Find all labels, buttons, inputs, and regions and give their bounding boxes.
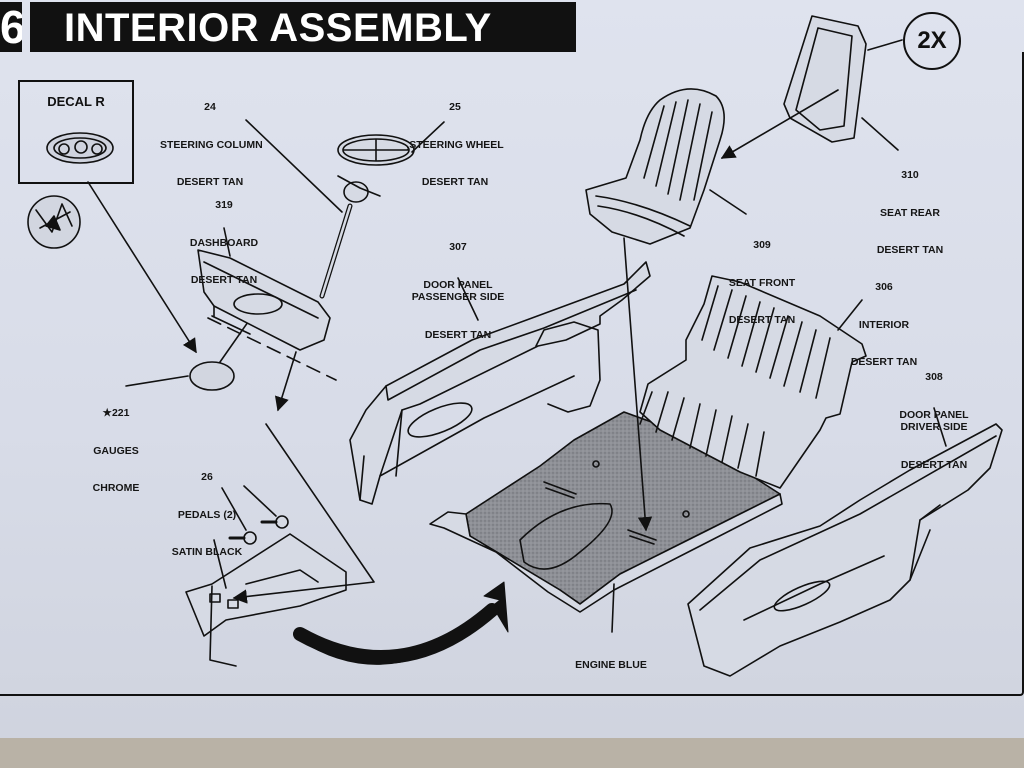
door-panel-passenger-part <box>350 262 650 504</box>
pedal-guide-line <box>232 424 374 604</box>
part-number: 306 <box>875 281 893 293</box>
steering-column-part <box>246 120 380 296</box>
label-floor: ENGINE BLUE <box>566 634 656 684</box>
part-name: INTERIOR <box>858 318 910 331</box>
part-number: ★221 <box>102 407 130 419</box>
rear-seat-arrow <box>720 90 838 158</box>
label-part-221: ★221 GAUGES CHROME <box>84 382 148 507</box>
decal-arrow <box>88 182 196 354</box>
part-number: 308 <box>925 371 943 383</box>
part-color: DESERT TAN <box>421 176 489 188</box>
part-name: DASHBOARD <box>189 236 259 249</box>
page-title: INTERIOR ASSEMBLY <box>64 6 492 50</box>
step-number-badge: 6 <box>0 2 22 52</box>
part-name: DOOR PANEL PASSENGER SIDE <box>411 278 505 304</box>
label-part-25: 25 ,STEERING WHEEL DESERT TAN <box>400 76 510 201</box>
decal-callout: DECAL R <box>18 80 134 184</box>
part-name: GAUGES <box>93 444 139 457</box>
decal-gauge-icon <box>47 133 113 163</box>
part-color: DESERT TAN <box>190 274 258 286</box>
part-number: 309 <box>753 239 771 251</box>
part-name: DOOR PANEL DRIVER SIDE <box>899 408 969 434</box>
table-surface <box>0 738 1024 768</box>
part-name: SEAT REAR <box>880 206 940 219</box>
dashboard-arrow <box>274 352 296 412</box>
dashboard-guide <box>208 318 336 380</box>
floor-color: ENGINE BLUE <box>575 659 647 671</box>
gauges-part <box>190 362 234 390</box>
part-number: 319 <box>215 199 233 211</box>
label-part-310: 310 SEAT REAR DESERT TAN <box>868 144 952 269</box>
part-color: DESERT TAN <box>876 244 944 256</box>
part-number: 310 <box>901 169 919 181</box>
pedals-part <box>222 486 288 544</box>
part-color: DESERT TAN <box>424 328 492 341</box>
label-part-319: 319 DASHBOARD DESERT TAN <box>182 174 266 299</box>
label-part-306: 306 INTERIOR DESERT TAN <box>842 256 926 381</box>
part-number: 24 <box>204 101 216 113</box>
part-number: 307 <box>449 241 467 253</box>
door-panel-driver-part <box>688 408 1002 676</box>
multiplier-text: 2X <box>917 27 947 54</box>
emblem-icon <box>28 196 80 248</box>
title-banner: INTERIOR ASSEMBLY <box>30 2 576 52</box>
part-color: CHROME <box>92 482 140 494</box>
part-name: SEAT FRONT <box>728 276 796 289</box>
dashboard-part <box>198 228 330 350</box>
part-color: DESERT TAN <box>900 458 968 471</box>
step-number: 6 <box>0 2 22 52</box>
label-part-309: 309 SEAT FRONT DESERT TAN <box>720 214 804 339</box>
leader-221 <box>126 376 188 386</box>
steering-wheel-part <box>338 122 444 165</box>
firewall-part <box>186 534 346 666</box>
front-seat-arrow <box>624 238 653 532</box>
label-part-26: 26 PEDALS (2) SATIN BLACK <box>164 446 250 571</box>
label-part-307: 307 DOOR PANEL PASSENGER SIDE DESERT TAN <box>402 216 514 354</box>
part-number: 26 <box>201 471 213 483</box>
multiplier-badge: 2X <box>903 12 961 70</box>
interior-tub-part <box>640 276 866 488</box>
label-part-308: 308 DOOR PANEL DRIVER SIDE DESERT TAN <box>888 346 980 484</box>
part-color: DESERT TAN <box>176 176 244 188</box>
part-name: PEDALS (2) <box>177 508 237 521</box>
part-color: SATIN BLACK <box>171 546 243 558</box>
part-color: DESERT TAN <box>850 356 918 368</box>
label-part-24: 24 STEERING COLUMN DESERT TAN <box>160 76 263 201</box>
part-number: 25 <box>449 101 461 113</box>
part-name: STEERING COLUMN <box>160 138 263 151</box>
front-seat-part <box>586 89 746 244</box>
step-frame <box>0 52 1024 696</box>
rear-seat-frame-part <box>784 16 902 150</box>
part-color: DESERT TAN <box>728 314 796 326</box>
part-name: ,STEERING WHEEL <box>406 138 504 151</box>
leader-floor <box>612 584 614 632</box>
decal-label: DECAL R <box>47 94 105 109</box>
floor-pan-part <box>430 412 782 612</box>
